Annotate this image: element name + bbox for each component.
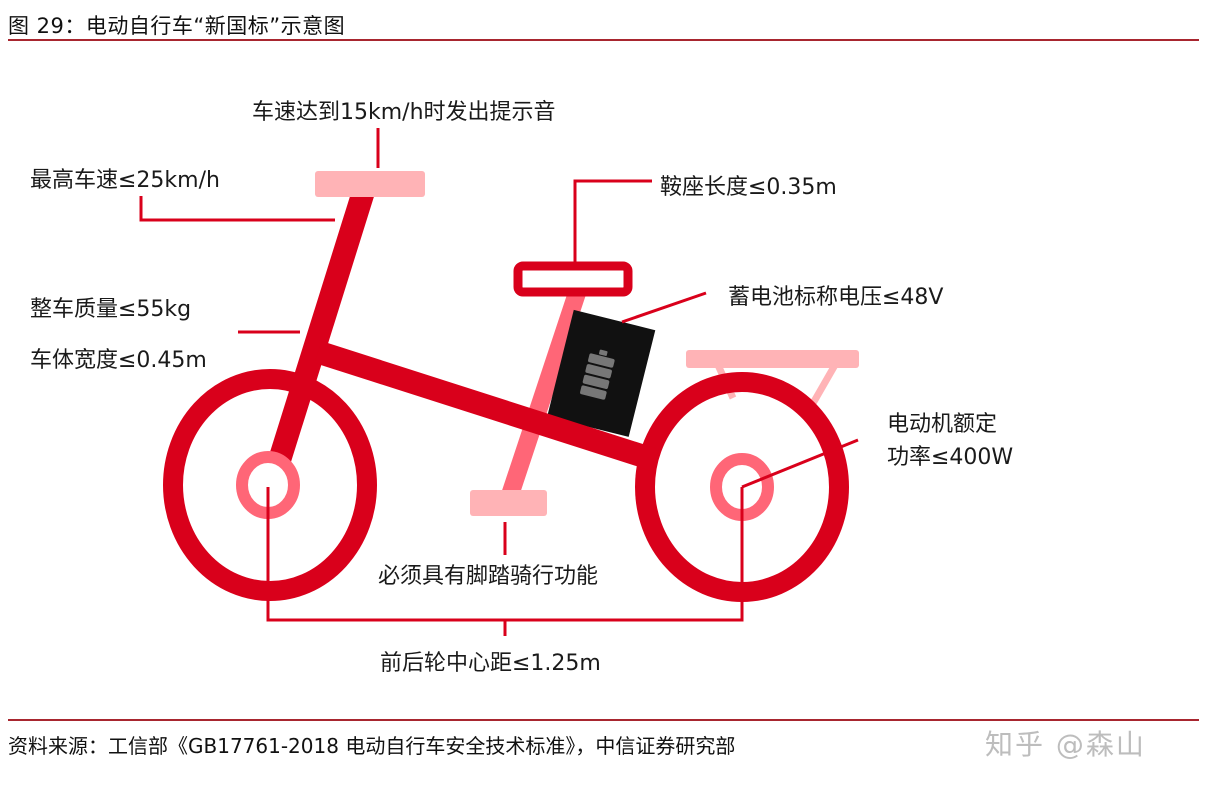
frame bbox=[267, 186, 659, 471]
label-wheelbase: 前后轮中心距≤1.25m bbox=[380, 651, 601, 676]
title-divider bbox=[8, 39, 1199, 41]
label-saddle-length: 鞍座长度≤0.35m bbox=[660, 175, 837, 200]
label-pedal: 必须具有脚踏骑行功能 bbox=[378, 564, 598, 589]
label-speed-alert: 车速达到15km/h时发出提示音 bbox=[252, 100, 556, 125]
battery bbox=[547, 309, 656, 437]
seat-post bbox=[501, 287, 587, 498]
label-motor-power-line1: 电动机额定 bbox=[887, 412, 997, 437]
source-note: 资料来源：工信部《GB17761-2018 电动自行车安全技术标准》，中信证券研… bbox=[8, 734, 736, 758]
leader-lines bbox=[139, 128, 859, 636]
label-weight: 整车质量≤55kg bbox=[30, 297, 191, 322]
handlebar bbox=[315, 171, 425, 197]
label-battery-voltage: 蓄电池标称电压≤48V bbox=[728, 285, 943, 310]
battery-icon bbox=[580, 349, 615, 400]
figure-title: 图 29：电动自行车“新国标”示意图 bbox=[8, 14, 346, 38]
saddle bbox=[513, 261, 633, 297]
front-wheel bbox=[163, 369, 377, 601]
pedal bbox=[470, 490, 547, 516]
label-width: 车体宽度≤0.45m bbox=[30, 348, 207, 373]
label-motor-power-line2: 功率≤400W bbox=[887, 445, 1013, 470]
watermark: 知乎 @森山 bbox=[985, 728, 1146, 761]
source-divider bbox=[8, 719, 1199, 721]
label-max-speed: 最高车速≤25km/h bbox=[30, 168, 220, 193]
